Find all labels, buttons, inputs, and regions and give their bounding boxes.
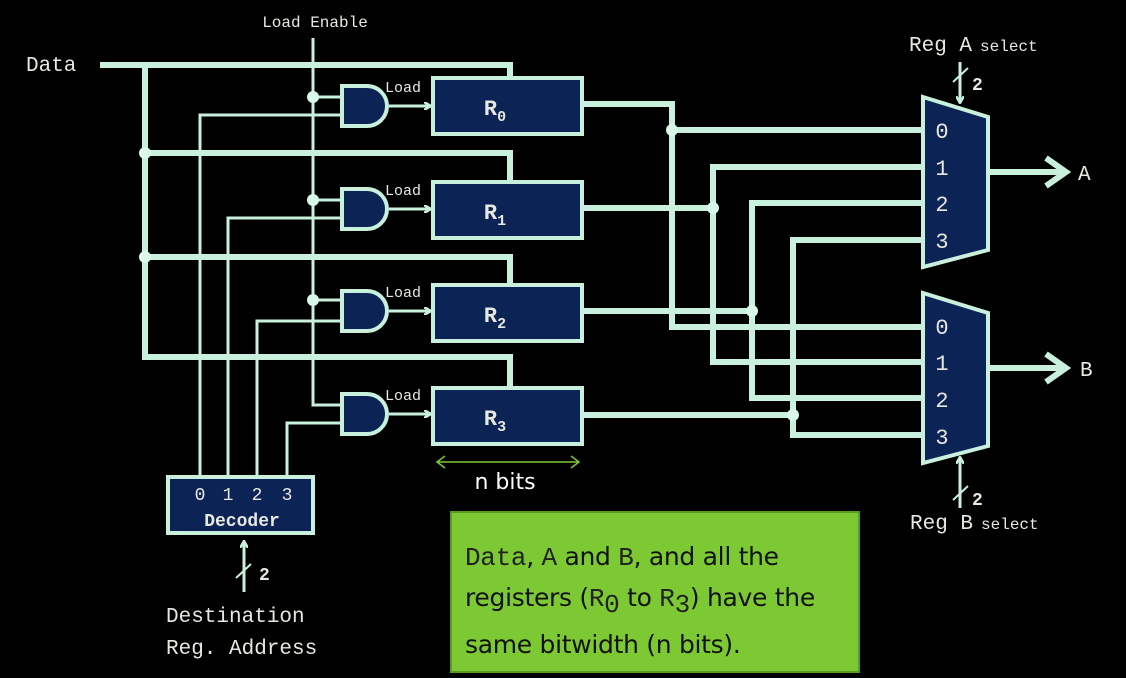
register-output-wires: [582, 101, 925, 438]
svg-text:3: 3: [282, 486, 293, 506]
svg-text:Decoder: Decoder: [204, 512, 280, 532]
svg-text:R1: R1: [484, 201, 506, 230]
register-r0: R0: [431, 76, 584, 136]
svg-text:1: 1: [935, 352, 948, 377]
destination-label-line2: Reg. Address: [166, 638, 317, 661]
svg-text:3: 3: [935, 426, 948, 451]
svg-text:2: 2: [972, 76, 983, 96]
svg-text:0: 0: [195, 486, 206, 506]
load-label-3: Load: [385, 388, 421, 405]
and-gate-1: [340, 187, 389, 231]
output-b-label: B: [1080, 360, 1093, 383]
svg-text:0: 0: [935, 120, 948, 145]
bitwidth-note: Data, A and B, and all the registers (R0…: [450, 511, 860, 673]
svg-text:2: 2: [935, 389, 948, 414]
svg-text:1: 1: [223, 486, 234, 506]
output-a-label: A: [1078, 164, 1091, 187]
svg-text:R0: R0: [484, 97, 506, 126]
svg-text:2: 2: [935, 193, 948, 218]
svg-text:2: 2: [259, 566, 270, 586]
load-label-1: Load: [385, 183, 421, 200]
svg-text:1: 1: [935, 157, 948, 182]
svg-text:0: 0: [935, 316, 948, 341]
svg-text:R3: R3: [484, 407, 506, 436]
svg-text:3: 3: [935, 230, 948, 255]
n-bits-indicator: n bits: [435, 455, 581, 495]
and-gate-0: [340, 84, 389, 128]
mux-a: 0 1 2 3 2: [921, 62, 1072, 270]
svg-text:2: 2: [972, 491, 983, 511]
and-gates: [340, 84, 430, 436]
and-gate-2: [340, 289, 389, 333]
register-r3: R3: [431, 386, 584, 446]
registers: R0 R1 R2 R3: [431, 76, 584, 446]
register-r1: R1: [431, 180, 584, 240]
load-enable-label: Load Enable: [262, 14, 368, 32]
load-label-0: Load: [385, 80, 421, 97]
load-label-2: Load: [385, 285, 421, 302]
load-enable-wire: [307, 38, 342, 407]
destination-label-line1: Destination: [166, 606, 305, 629]
register-r2: R2: [431, 283, 584, 343]
svg-text:2: 2: [252, 486, 263, 506]
mux-b: 0 1 2 3 2: [921, 290, 1072, 511]
decoder-output-wires: [198, 113, 342, 479]
svg-text:n bits: n bits: [474, 470, 535, 495]
svg-text:R2: R2: [484, 304, 506, 333]
and-gate-3: [340, 392, 389, 436]
data-bus: [100, 62, 513, 390]
data-label: Data: [26, 55, 76, 78]
